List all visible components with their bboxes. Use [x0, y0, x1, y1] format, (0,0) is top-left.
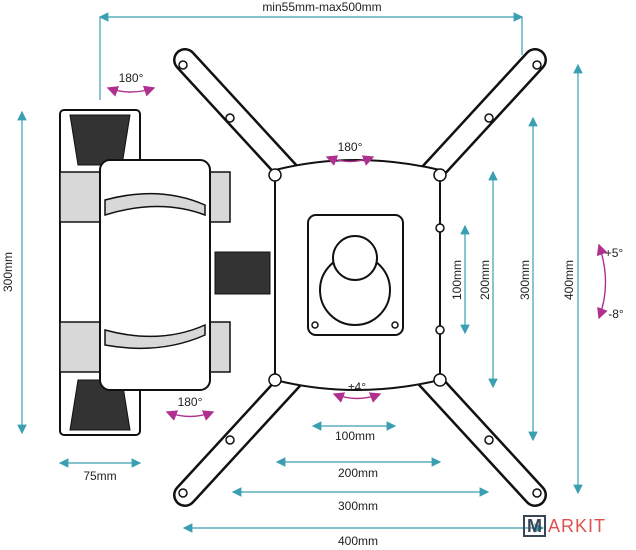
vesa-h-300-label: 300mm [338, 499, 378, 513]
logo-text: ARKIT [548, 515, 607, 536]
arm-height-label: 300mm [1, 252, 15, 292]
tilt-up-label: +5° [605, 246, 624, 260]
vesa-v-300-label: 300mm [518, 260, 532, 300]
vesa-plate [173, 48, 547, 507]
rotation-plate-label: 180° [338, 140, 363, 154]
vesa-h-200-label: 200mm [338, 466, 378, 480]
level-adjust-label: ±4° [348, 380, 366, 394]
tilt-down-label: -8° [608, 307, 624, 321]
vesa-h-100-label: 100mm [335, 429, 375, 443]
vesa-v-100-label: 100mm [450, 260, 464, 300]
swing-arm [59, 159, 271, 391]
dimension-lines [17, 12, 583, 533]
rotation-arrows [106, 85, 608, 421]
rotation-arm-top-label: 180° [119, 71, 144, 85]
vesa-v-200-label: 200mm [478, 260, 492, 300]
rotation-arm-bottom-label: 180° [178, 395, 203, 409]
extension-label: min55mm-max500mm [262, 0, 381, 14]
vesa-v-400-label: 400mm [562, 260, 576, 300]
markit-logo: M ARKIT [523, 515, 606, 537]
logo-box: M [523, 515, 546, 537]
depth-label: 75mm [83, 469, 116, 483]
vesa-h-400-label: 400mm [338, 534, 378, 548]
